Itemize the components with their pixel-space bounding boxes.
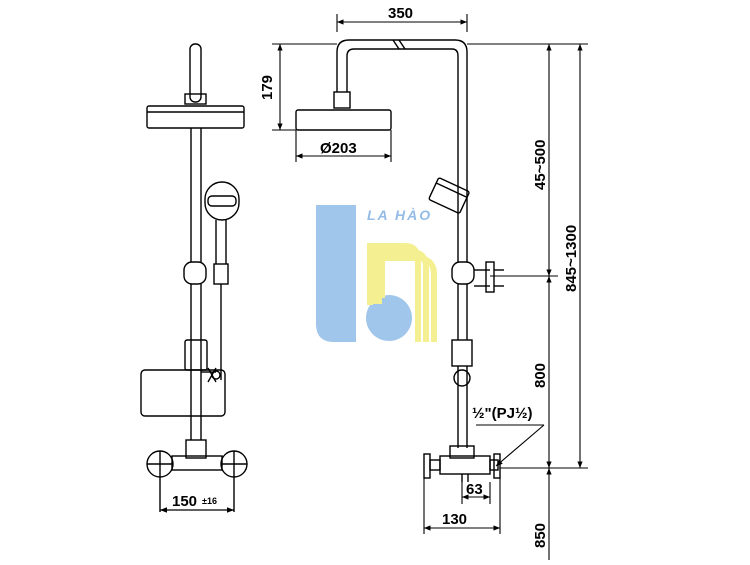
dim-179-label: 179 [259,75,276,100]
watermark-yellow-stripes [367,243,437,342]
front-handle-right [493,453,501,479]
side-mixer-body [171,455,223,471]
dimension-lines [272,14,588,560]
side-shelf [140,369,226,417]
front-view [295,39,504,482]
front-shower-head [295,109,392,131]
front-slide-bracket [451,261,475,285]
side-hand-shower [204,181,240,221]
front-mixer-body [439,455,491,475]
dim-total-height-label: 845~1300 [563,225,580,292]
thread-spec-label: ½"(PJ½) [472,405,532,422]
front-top-arm [336,39,468,112]
dim-850-label: 850 [532,523,549,548]
side-top-pipe [189,43,202,103]
dim-350-label: 350 [388,5,413,22]
dim-150-tolerance: ±16 [202,496,217,506]
watermark-text: LA HÀO [367,207,432,223]
watermark-blue-shape [316,205,356,342]
side-diverter [184,339,208,371]
watermark-blue-dot [366,295,412,341]
side-shower-head [146,105,245,129]
dim-63-label: 63 [466,481,483,498]
dim-diameter-label: Ø203 [320,140,357,157]
front-hand-shower [428,177,470,214]
side-view [140,43,248,512]
dim-130-label: 130 [442,511,467,528]
dim-slide-range-label: 45~500 [532,140,549,190]
dim-800-label: 800 [532,363,549,388]
front-handle-left [423,453,431,479]
watermark-logo: LA HÀO [316,205,437,342]
side-slide-bracket [183,261,207,285]
dim-150: 150 ±16 [160,493,234,513]
dim-150-label: 150 [172,493,197,510]
